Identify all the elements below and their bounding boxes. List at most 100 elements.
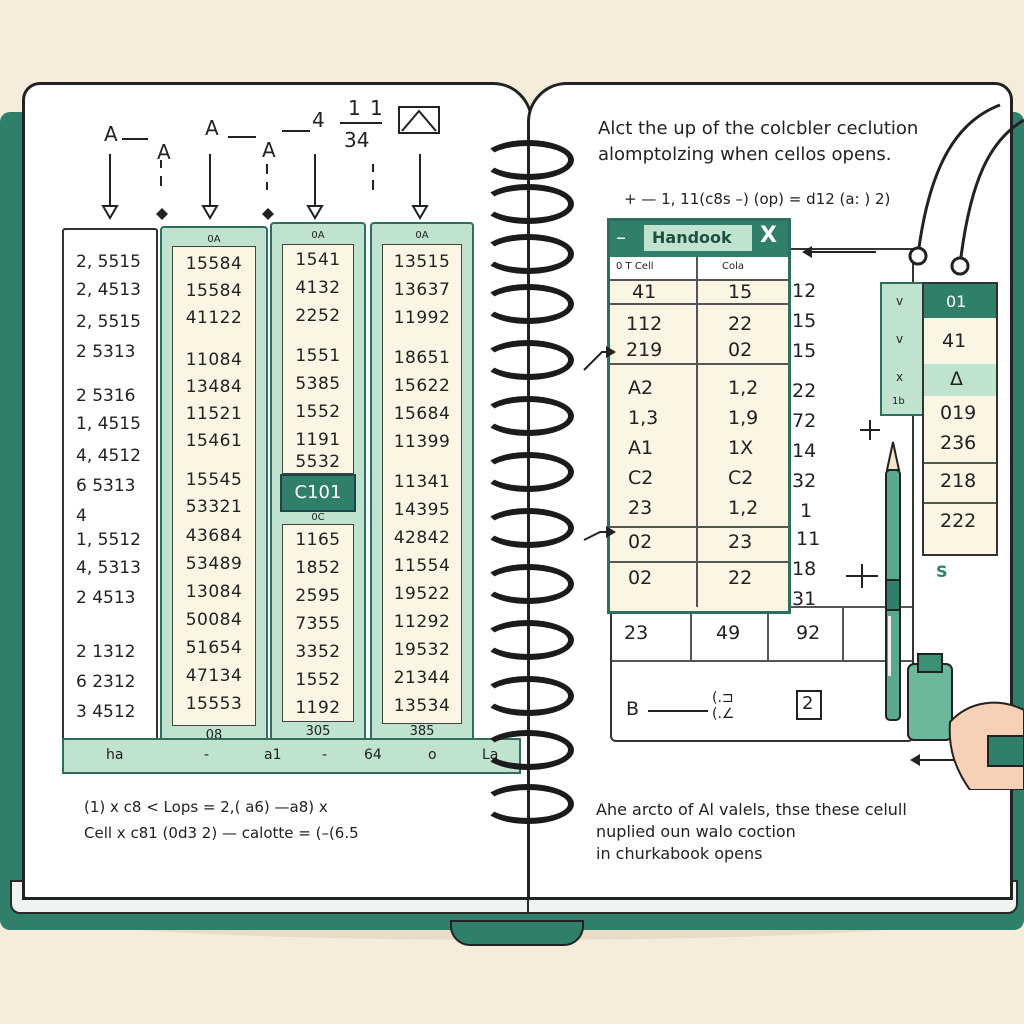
pen-icon[interactable] xyxy=(878,440,908,740)
bottom-glyph: (.⊐(.∠ xyxy=(712,690,735,722)
window-title-bar[interactable]: – Handook X xyxy=(610,221,788,257)
col3-value: 42842 xyxy=(393,528,451,548)
tag-header: 01 xyxy=(924,284,996,318)
table-divider xyxy=(612,660,912,662)
spiral-ring xyxy=(482,676,574,716)
bottom-cell: 92 xyxy=(796,622,821,644)
fraction-line xyxy=(340,122,382,124)
col3-value: 13534 xyxy=(393,696,451,716)
window-cell: 22 xyxy=(728,567,753,589)
col3-value: 15622 xyxy=(393,376,451,396)
col0-value: 2 4513 xyxy=(76,588,136,608)
col1-value: 15553 xyxy=(185,694,243,714)
col2-value: 1552 xyxy=(295,670,341,690)
col-header-cola: Cola xyxy=(722,261,745,272)
col0-value: 2 5313 xyxy=(76,342,136,362)
col0-value: 1, 5512 xyxy=(76,530,141,550)
window-cell: C2 xyxy=(728,467,754,489)
col1-header: 0A xyxy=(207,234,221,245)
tag-value: 41 xyxy=(942,330,967,352)
third-col-value: 15 xyxy=(792,340,817,362)
col3-cells: 13515 13637 11992 18651 15622 15684 1139… xyxy=(382,244,462,724)
header-label-a4: A xyxy=(262,138,276,162)
col2-value: 3352 xyxy=(295,642,341,662)
spiral-ring xyxy=(482,564,574,604)
col2-value: 1552 xyxy=(295,402,341,422)
third-col-value: 11 xyxy=(796,528,821,550)
window-cell: A1 xyxy=(628,437,654,459)
header-label-a1: A xyxy=(104,122,118,146)
handbook-window[interactable]: – Handook X 0 T Cell Cola 41 15 112 22 2… xyxy=(607,218,791,614)
col2-bottom-cells: 1165 1852 2595 7355 3352 1552 1192 xyxy=(282,524,354,722)
tag-value: 019 xyxy=(940,402,977,424)
row-divider xyxy=(610,303,788,305)
note-line-3: in churkabook opens xyxy=(596,844,763,863)
col2-value: 1541 xyxy=(295,250,341,270)
third-col-value: 15 xyxy=(792,310,817,332)
col2-value: 1165 xyxy=(295,530,341,550)
spiral-ring xyxy=(482,730,574,770)
col2-value: 4132 xyxy=(295,278,341,298)
tag-value: 236 xyxy=(940,432,977,454)
col2-mid-header: 0C xyxy=(311,512,325,523)
ruler-label: 64 xyxy=(364,747,382,763)
col0-value: 2 1312 xyxy=(76,642,136,662)
row-divider xyxy=(610,526,788,528)
table-divider xyxy=(842,606,844,660)
col1-value: 15461 xyxy=(185,431,243,451)
spiral-ring xyxy=(482,620,574,660)
spine-tab xyxy=(450,920,584,946)
spiral-ring xyxy=(482,140,574,180)
window-cell: 1,3 xyxy=(628,407,659,429)
col3-value: 11292 xyxy=(393,612,451,632)
values-column-1: 0A 15584 15584 41122 11084 13484 11521 1… xyxy=(160,226,268,752)
header-label-1b: 1 xyxy=(370,96,383,120)
col2-value: 2595 xyxy=(295,586,341,606)
tag-strings xyxy=(908,103,1024,276)
tag-header-label: 01 xyxy=(946,292,967,311)
row-divider xyxy=(610,363,788,365)
col1-value: 15545 xyxy=(185,470,243,490)
col2-value: 5385 xyxy=(295,374,341,394)
table-divider xyxy=(767,606,769,660)
col2-value: 7355 xyxy=(295,614,341,634)
col-header-cell: 0 T Cell xyxy=(616,261,654,272)
col3-value: 14395 xyxy=(393,500,451,520)
col3-value: 13515 xyxy=(393,252,451,272)
col1-value: 47134 xyxy=(185,666,243,686)
highlighted-cell[interactable]: C101 xyxy=(280,474,356,512)
spiral-ring xyxy=(482,396,574,436)
window-cell: C2 xyxy=(628,467,654,489)
col3-value: 11554 xyxy=(393,556,451,576)
col2-value: 1191 xyxy=(295,430,341,450)
col1-value: 15584 xyxy=(185,281,243,301)
window-cell: 219 xyxy=(626,339,663,361)
col1-value: 11084 xyxy=(185,350,243,370)
bottom-symbol-box: 2 xyxy=(796,690,822,720)
right-title-line-2: alomptolzing when cellos opens. xyxy=(598,144,892,165)
tag-value: 218 xyxy=(940,470,977,492)
col0-value: 2, 4513 xyxy=(76,280,141,300)
col2-top-cells: 1541 4132 2252 1551 5385 1552 1191 5532 xyxy=(282,244,354,474)
col2-value: 1192 xyxy=(295,698,341,718)
header-arrow xyxy=(228,136,256,138)
spiral-ring xyxy=(482,234,574,274)
ruler-label: a1 xyxy=(264,747,282,763)
header-down-arrows xyxy=(101,154,429,220)
col0-value: 6 5313 xyxy=(76,476,136,496)
tag-value: Δ xyxy=(950,368,963,390)
spiral-ring xyxy=(482,340,574,380)
col0-value: 4 xyxy=(76,506,87,526)
tag-divider xyxy=(924,502,996,504)
col1-value: 13084 xyxy=(185,582,243,602)
col3-value: 13637 xyxy=(393,280,451,300)
col2-value: 5532 xyxy=(295,452,341,472)
window-cell: 112 xyxy=(626,313,663,335)
side-strip-label: v xyxy=(896,332,904,346)
col0-value: 4, 5313 xyxy=(76,558,141,578)
minimize-icon[interactable]: – xyxy=(616,225,626,249)
col0-value: 1, 4515 xyxy=(76,414,141,434)
spiral-ring xyxy=(482,284,574,324)
tag-value: 222 xyxy=(940,510,977,532)
close-icon[interactable]: X xyxy=(760,223,777,248)
